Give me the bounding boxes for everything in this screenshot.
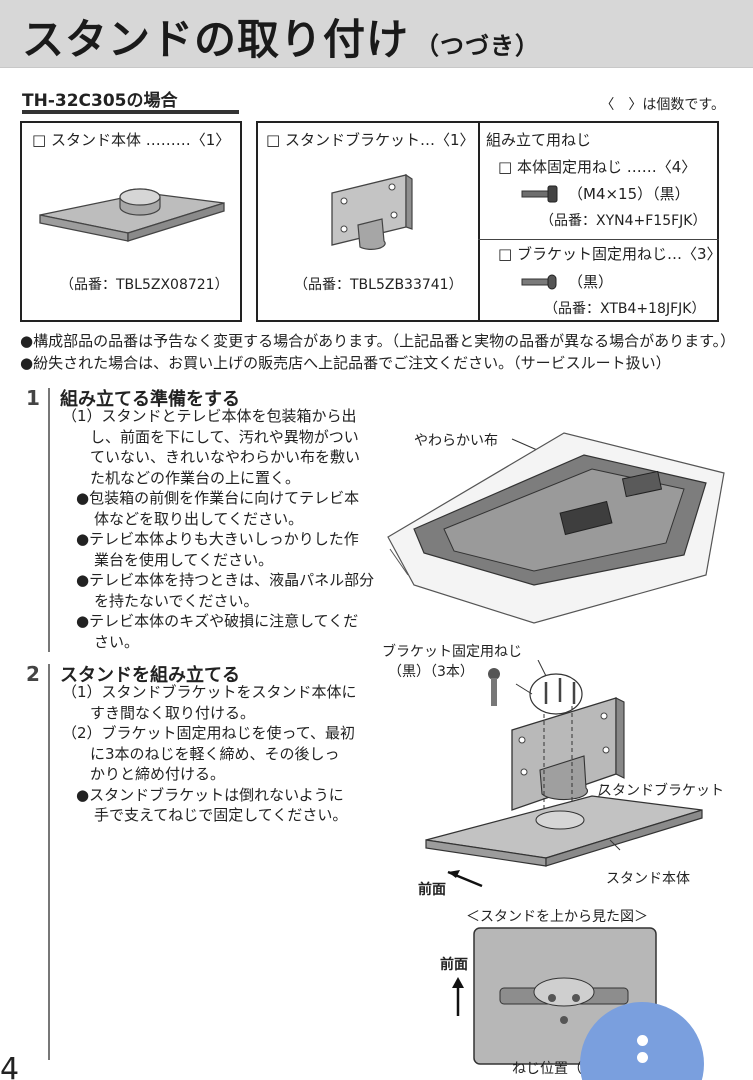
bracket-screw-label: □ ブラケット固定用ねじ…〈3〉 xyxy=(498,245,722,263)
stand-bracket-part-no: （品番：TBL5ZB33741） xyxy=(294,277,463,293)
stand-bracket-label: □ スタンドブラケット…〈1〉 xyxy=(266,131,475,149)
body-screw-part-no: （品番：XYN4+F15FJK） xyxy=(540,213,707,229)
body-screw-label: □ 本体固定用ねじ ……〈4〉 xyxy=(498,158,697,176)
step-title: スタンドを組み立てる xyxy=(60,665,240,686)
step-text-line: （2）ブラケット固定用ねじを使って、最初 xyxy=(62,724,356,742)
box-divider xyxy=(478,123,480,320)
model-heading: TH-32C305の場合 xyxy=(22,91,178,111)
front-label: 前面 xyxy=(418,882,446,898)
more-dots-icon xyxy=(636,1035,648,1046)
box-divider xyxy=(478,239,719,240)
step-text-line: （1）スタンドとテレビ本体を包装箱から出 xyxy=(62,407,357,425)
step2-body: （1）スタンドブラケットをスタンド本体にすき間なく取り付ける。 （2）ブラケット固… xyxy=(62,682,357,826)
step-number: 1 xyxy=(26,386,40,410)
step-text-line: さい。 xyxy=(94,632,140,651)
step-text-line: 業台を使用してください。 xyxy=(94,550,274,569)
front-label-top-view: 前面 xyxy=(440,957,468,973)
title-bar: スタンドの取り付け（つづき） xyxy=(0,0,753,68)
bracket-screw-spec: （黒） xyxy=(568,273,614,291)
step-text-line: かりと締め付ける。 xyxy=(90,765,226,783)
step-text-line: ●テレビ本体よりも大きいしっかりした作 xyxy=(76,530,359,548)
soft-cloth-label: やわらかい布 xyxy=(414,433,498,449)
step-divider xyxy=(48,664,50,1060)
page-title-suffix: （つづき） xyxy=(415,32,541,60)
assembly-illustration xyxy=(425,660,703,888)
bracket-screw-callout: ブラケット固定用ねじ xyxy=(382,644,522,660)
step-text-line: に3本のねじを軽く締め、その後しっ xyxy=(90,744,340,763)
front-arrow-icon xyxy=(452,977,464,1016)
step-text-line: ●スタンドブラケットは倒れないように xyxy=(76,785,344,804)
model-heading-underline xyxy=(22,110,239,114)
page-title-text: スタンドの取り付け xyxy=(22,15,410,64)
page-title: スタンドの取り付け（つづき） xyxy=(22,6,540,67)
step-text-line: を持たないでください。 xyxy=(94,591,259,610)
note-item: ●紛失された場合は、お買い上げの販売店へ上記品番でご注文ください。（サービスルー… xyxy=(20,354,671,372)
bracket-screws-box: □ スタンドブラケット…〈1〉 （品番：TBL5ZB33741） 組み立て用ねじ… xyxy=(256,121,722,322)
step-text-line: ●包装箱の前側を作業台に向けてテレビ本 xyxy=(76,489,360,507)
step-divider xyxy=(48,388,50,652)
more-dots-icon xyxy=(636,1052,648,1063)
stand-body-label: □ スタンド本体 ………〈1〉 xyxy=(32,131,231,149)
body-screw-spec: （M4×15）（黒） xyxy=(568,185,690,203)
bracket-screw-part-no: （品番：XTB4+18JFJK） xyxy=(544,301,706,317)
step-text-line: ●テレビ本体を持つときは、液晶パネル部分 xyxy=(76,571,375,589)
bracket-screw-callout-count: （黒）（3本） xyxy=(388,664,474,680)
step-number: 2 xyxy=(26,662,40,686)
stand-body-illustration xyxy=(39,188,225,242)
bracket-screw-icon xyxy=(521,274,557,290)
step-text-line: ていない、きれいなやわらかい布を敷い xyxy=(90,448,361,466)
step-title: 組み立てる準備をする xyxy=(60,389,240,410)
screw-position-label: ねじ位置（ xyxy=(512,1061,582,1077)
count-note: 〈 〉は個数です。 xyxy=(600,97,725,113)
stand-body-box: □ スタンド本体 ………〈1〉 （品番：TBL5ZX08721） xyxy=(20,121,242,322)
stand-bracket-callout: スタンドブラケット xyxy=(598,783,724,799)
step1-body: （1）スタンドとテレビ本体を包装箱から出し、前面を下にして、汚れや異物がついてい… xyxy=(62,406,374,652)
step-text-line: すき間なく取り付ける。 xyxy=(90,703,256,722)
note-item: ●構成部品の品番は予告なく変更する場合があります。（上記品番と実物の品番が異なる… xyxy=(20,332,736,350)
notes: ●構成部品の品番は予告なく変更する場合があります。（上記品番と実物の品番が異なる… xyxy=(20,330,735,374)
screws-heading: 組み立て用ねじ xyxy=(486,131,592,149)
stand-body-callout: スタンド本体 xyxy=(606,871,690,887)
step-text-line: （1）スタンドブラケットをスタンド本体に xyxy=(62,683,357,701)
step-text-line: 手で支えてねじで固定してください。 xyxy=(94,806,348,824)
stand-body-part-no: （品番：TBL5ZX08721） xyxy=(60,277,229,293)
stand-bracket-illustration xyxy=(331,173,413,250)
tv-on-cloth-illustration xyxy=(387,432,725,624)
body-screw-icon xyxy=(521,185,558,203)
top-view-caption: ＜スタンドを上から見た図＞ xyxy=(466,909,648,925)
page-number: 4 xyxy=(0,1052,20,1080)
step-text-line: 体などを取り出してください。 xyxy=(94,509,304,528)
step-text-line: し、前面を下にして、汚れや異物がつい xyxy=(90,427,359,446)
step-text-line: ●テレビ本体のキズや破損に注意してくだ xyxy=(76,612,359,630)
step-text-line: た机などの作業台の上に置く。 xyxy=(90,468,301,487)
